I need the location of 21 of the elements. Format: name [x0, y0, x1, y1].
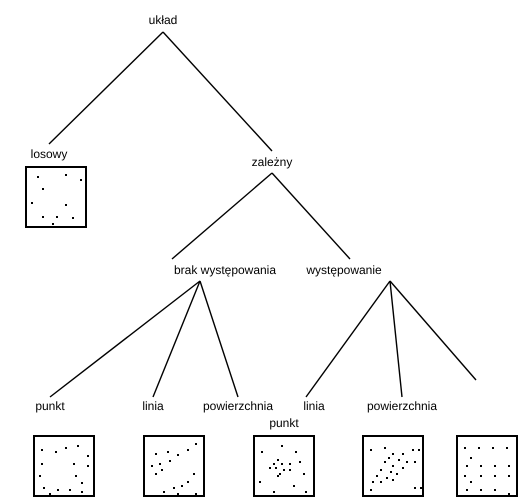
- connector-line: [48, 32, 164, 144]
- connector-line: [271, 172, 351, 260]
- node-label: linia: [142, 399, 164, 413]
- connector-line: [305, 280, 391, 398]
- node-label: losowy: [30, 147, 68, 161]
- node-label: punkt: [35, 399, 65, 413]
- node-label: powierzchnia: [202, 399, 274, 413]
- node-label: powierzchnia: [366, 399, 438, 413]
- node-label: zależny: [252, 155, 292, 169]
- connector-line: [162, 32, 273, 152]
- category-label: punkt: [269, 416, 299, 430]
- connector-line: [389, 280, 403, 398]
- node-label: linia: [303, 399, 325, 413]
- connector-line: [199, 280, 239, 398]
- connector-line: [50, 280, 200, 398]
- node-label: występowanie: [306, 263, 382, 277]
- connector-line: [172, 172, 272, 260]
- connector-line: [152, 280, 201, 398]
- node-label: układ: [148, 13, 178, 27]
- connector-line: [389, 280, 477, 380]
- node-label: brak występowania: [174, 263, 276, 277]
